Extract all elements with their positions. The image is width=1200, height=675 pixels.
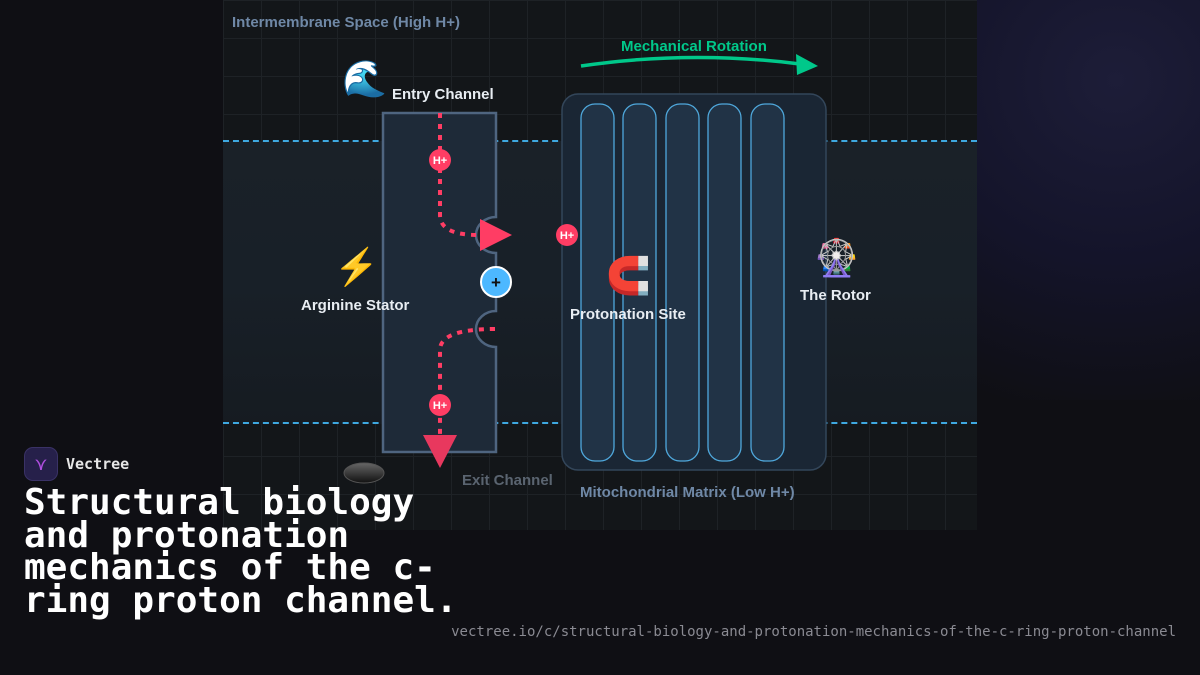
c-subunit bbox=[622, 103, 657, 462]
rotation-arrow bbox=[580, 55, 801, 68]
proton-badge: H+ bbox=[433, 155, 447, 167]
lightning-icon: ⚡ bbox=[334, 246, 379, 287]
protonation-site-label: Protonation Site bbox=[570, 306, 686, 323]
vectree-logo-icon: ⋎ bbox=[24, 447, 58, 481]
exit-channel-hole bbox=[343, 462, 385, 484]
proton-badge: H+ bbox=[433, 400, 447, 412]
arginine-charge bbox=[480, 266, 512, 298]
proton-entry-path bbox=[438, 113, 479, 237]
rotor-label: The Rotor bbox=[800, 287, 871, 304]
page-url: vectree.io/c/structural-biology-and-prot… bbox=[451, 624, 1176, 640]
intermembrane-label: Intermembrane Space (High H+) bbox=[232, 14, 460, 31]
proton-badge: H+ bbox=[560, 230, 574, 242]
c-subunit bbox=[580, 103, 615, 462]
arrow-to-rotor bbox=[480, 219, 512, 251]
c-subunit bbox=[750, 103, 785, 462]
proton-exit-path bbox=[438, 327, 496, 440]
exit-channel-label: Exit Channel bbox=[462, 472, 553, 489]
matrix-label: Mitochondrial Matrix (Low H+) bbox=[580, 484, 795, 501]
entry-channel-label: Entry Channel bbox=[392, 86, 494, 103]
c-subunit bbox=[665, 103, 700, 462]
wave-icon: 🌊 bbox=[342, 58, 387, 99]
magnet-icon: 🧲 bbox=[606, 255, 651, 296]
arginine-stator-label: Arginine Stator bbox=[301, 297, 410, 314]
rotation-arrow-head bbox=[796, 54, 818, 75]
brand: ⋎ Vectree bbox=[24, 447, 129, 481]
plus-sign: + bbox=[491, 273, 501, 292]
mechanical-rotation-label: Mechanical Rotation bbox=[621, 38, 767, 55]
ferris-wheel-icon: 🎡 bbox=[814, 237, 859, 278]
brand-name: Vectree bbox=[66, 455, 130, 473]
page-title: Structural biology and protonation mecha… bbox=[24, 482, 458, 621]
c-subunit bbox=[707, 103, 742, 462]
arrow-to-matrix bbox=[423, 435, 457, 468]
